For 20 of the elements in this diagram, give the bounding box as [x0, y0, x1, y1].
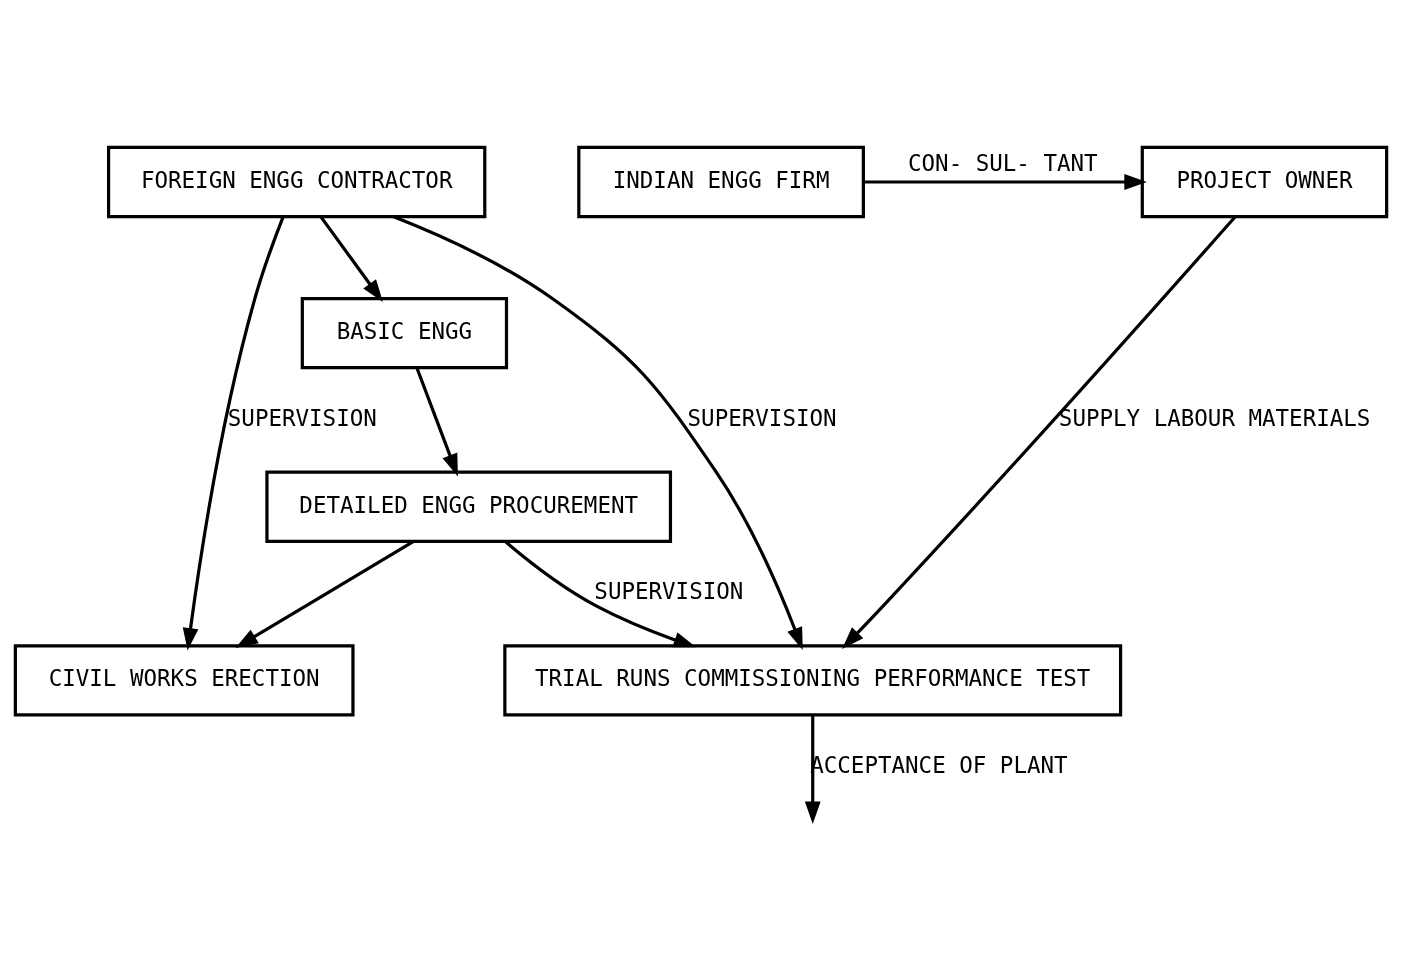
node-box: FOREIGN ENGG CONTRACTOR — [107, 145, 487, 218]
arrow — [863, 173, 1147, 190]
arrow — [182, 215, 285, 651]
arrow — [804, 714, 821, 824]
arrow — [235, 539, 414, 648]
arrow — [841, 215, 1237, 649]
arrow — [392, 214, 803, 650]
edge-label: SUPPLY LABOUR MATERIALS — [1058, 404, 1371, 431]
node-box: DETAILED ENGG PROCUREMENT — [265, 470, 673, 543]
edge-label: CON- SUL- TANT — [908, 149, 1098, 176]
node-box: INDIAN ENGG FIRM — [577, 145, 865, 218]
edge-label: SUPERVISION — [594, 577, 744, 604]
node-box: CIVIL WORKS ERECTION — [13, 643, 355, 717]
edge-label: SUPERVISION — [687, 404, 837, 431]
arrow — [415, 366, 458, 476]
arrow — [319, 215, 383, 302]
node-box: PROJECT OWNER — [1140, 145, 1389, 218]
node-box: TRIAL RUNS COMMISSIONING PERFORMANCE TEST — [503, 643, 1123, 717]
edge-label: SUPERVISION — [227, 404, 377, 431]
node-box: BASIC ENGG — [300, 296, 509, 369]
